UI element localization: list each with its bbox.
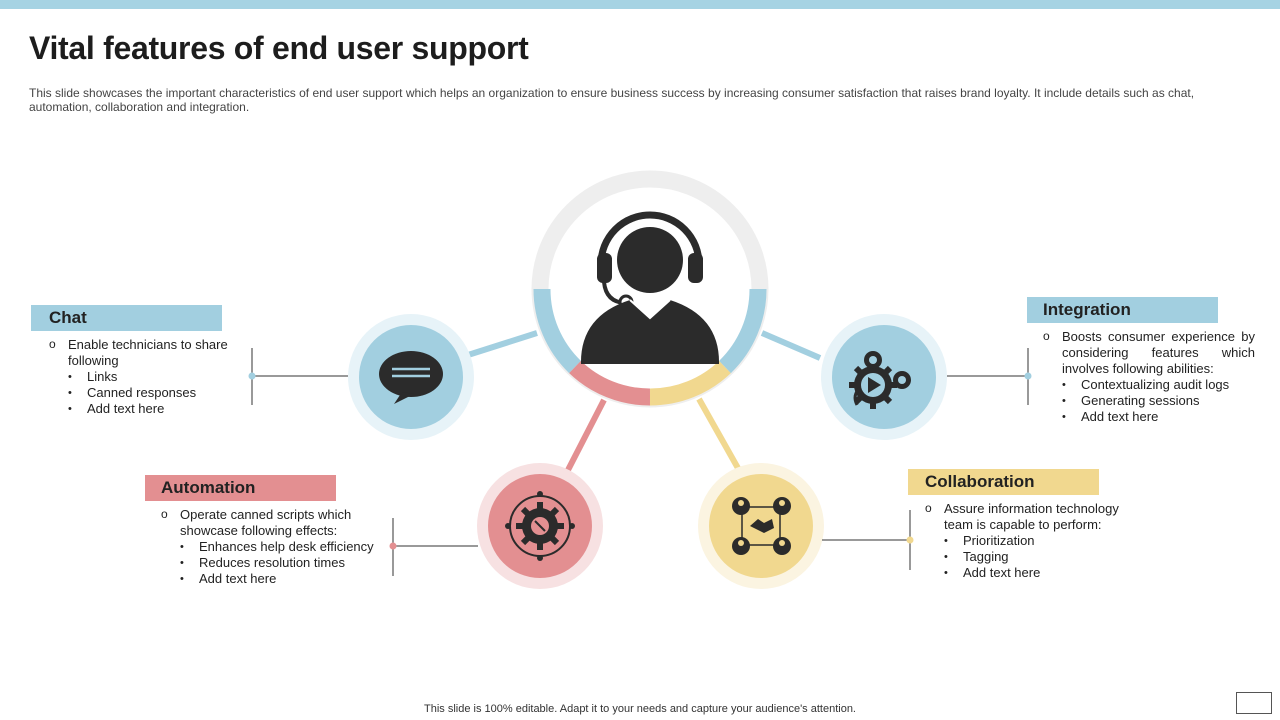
integration-node	[821, 314, 947, 440]
automation-lead: Operate canned scripts which showcase fo…	[161, 506, 391, 539]
chat-item: Add text here	[68, 401, 249, 417]
integration-lead: Boosts consumer experience by considerin…	[1043, 328, 1255, 377]
support-agent-headset-icon	[580, 211, 720, 364]
slide-footer: This slide is 100% editable. Adapt it to…	[0, 703, 1280, 715]
collaboration-description: Assure information technology team is ca…	[925, 500, 1145, 581]
leader-integration	[947, 348, 1032, 405]
automation-item: Enhances help desk efficiency	[180, 539, 391, 555]
chat-item: Links	[68, 369, 249, 385]
collaboration-lead: Assure information technology team is ca…	[925, 500, 1145, 533]
chat-bubble-icon	[379, 351, 443, 404]
footer-text: This slide is 100% editable. Adapt it to…	[424, 703, 856, 715]
automation-item: Add text here	[180, 571, 391, 587]
center-ring-segment-blue-left	[533, 288, 582, 374]
chat-label: Chat	[31, 305, 222, 331]
leader-chat	[248, 348, 348, 405]
corner-placeholder-box	[1236, 692, 1272, 714]
chat-lead: Enable technicians to share following	[49, 336, 249, 369]
automation-gear-icon	[505, 491, 575, 561]
collaboration-item: Add text here	[944, 565, 1145, 581]
integration-item: Generating sessions	[1062, 393, 1255, 409]
collaboration-item: Tagging	[944, 549, 1145, 565]
spoke-chat	[467, 330, 538, 358]
top-accent-bar	[0, 0, 1280, 9]
chat-node	[348, 314, 474, 440]
spoke-integration	[760, 330, 822, 361]
collaboration-item: Prioritization	[944, 533, 1145, 549]
chat-description: Enable technicians to share following Li…	[49, 336, 249, 417]
slide-subtitle: This slide showcases the important chara…	[29, 86, 1195, 114]
chat-item: Canned responses	[68, 385, 249, 401]
center-ring-segment-blue-right	[718, 288, 767, 374]
collaboration-label: Collaboration	[908, 469, 1099, 495]
integration-description: Boosts consumer experience by considerin…	[1043, 328, 1255, 425]
leader-automation	[389, 518, 478, 576]
collaboration-node	[698, 463, 824, 589]
team-handshake-icon	[732, 497, 791, 555]
spoke-collaboration	[696, 397, 742, 472]
automation-label: Automation	[145, 475, 336, 501]
automation-node	[477, 463, 603, 589]
leader-collaboration	[822, 510, 914, 570]
center-ring-segment-red	[569, 360, 651, 406]
slide-title: Vital features of end user support	[29, 30, 529, 66]
center-ring-segment-yellow	[649, 360, 731, 406]
integration-label: Integration	[1027, 297, 1218, 323]
gears-play-icon	[849, 351, 911, 409]
integration-item: Add text here	[1062, 409, 1255, 425]
automation-description: Operate canned scripts which showcase fo…	[161, 506, 391, 587]
integration-item: Contextualizing audit logs	[1062, 377, 1255, 393]
automation-item: Reduces resolution times	[180, 555, 391, 571]
spoke-automation	[565, 398, 607, 472]
